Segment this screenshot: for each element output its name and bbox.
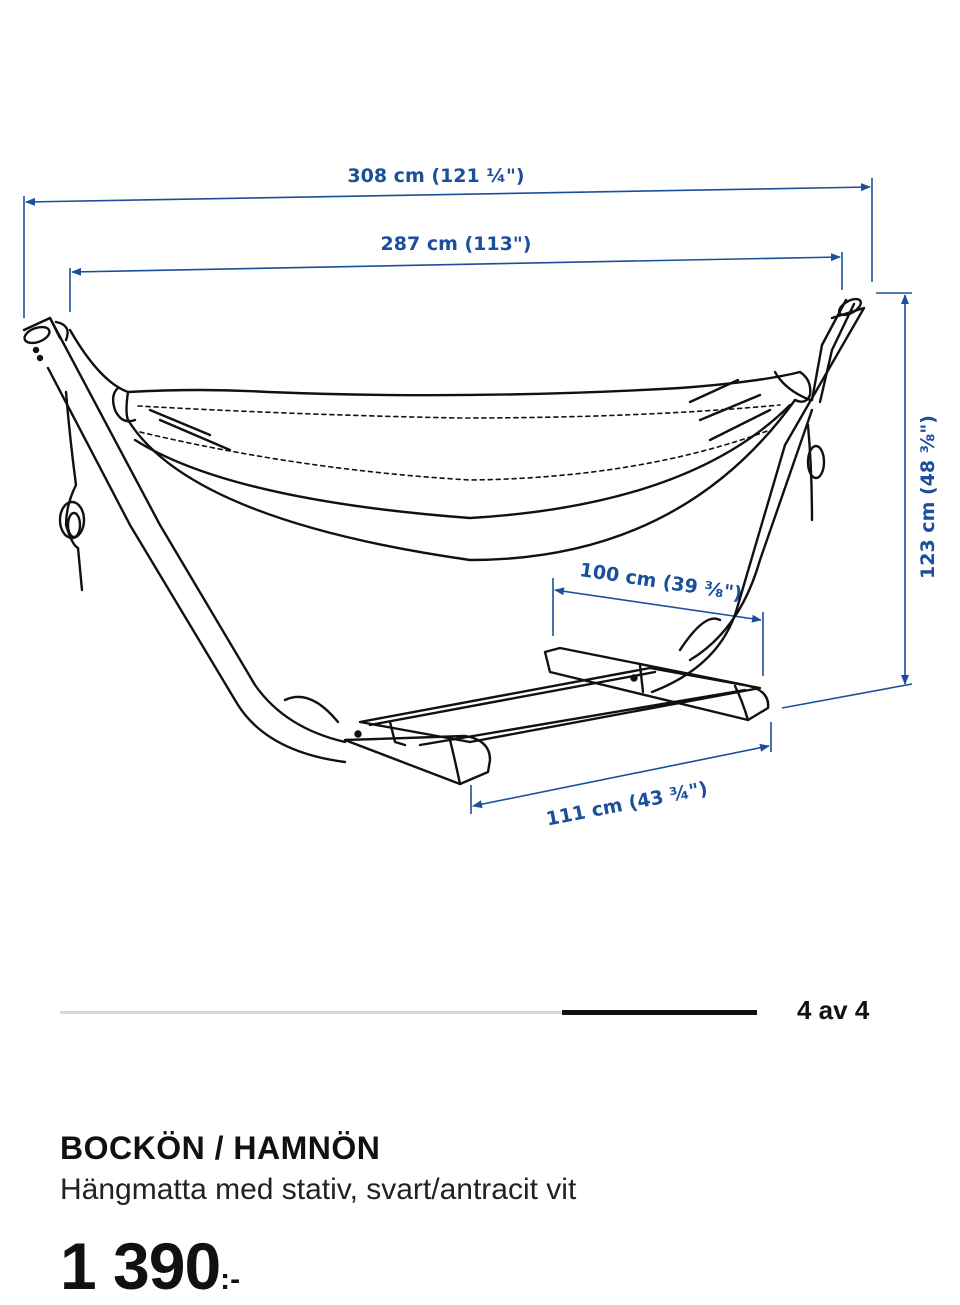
product-info: BOCKÖN / HAMNÖN Hängmatta med stativ, sv… [60, 1130, 576, 1207]
dimension-height: 123 cm (48 ⅜") [917, 415, 939, 579]
product-image[interactable]: 308 cm (121 ¼") 287 cm (113") 100 cm (39… [0, 0, 960, 940]
hammock-dimension-drawing: 308 cm (121 ¼") 287 cm (113") 100 cm (39… [22, 165, 939, 831]
dimension-base-width: 111 cm (43 ¾") [544, 778, 709, 831]
carousel-progress-track [60, 1011, 757, 1014]
dimension-hammock-length: 287 cm (113") [381, 233, 532, 255]
dimension-inner-width: 100 cm (39 ⅜") [578, 559, 743, 605]
product-price: 1 390:- [60, 1228, 240, 1304]
price-amount: 1 390 [60, 1229, 221, 1303]
image-counter: 4 av 4 [797, 995, 870, 1025]
carousel-progress-bar[interactable] [60, 1010, 757, 1016]
dimension-total-length: 308 cm (121 ¼") [347, 165, 524, 187]
hammock-stand-illustration [22, 297, 866, 786]
product-description: Hängmatta med stativ, svart/antracit vit [60, 1173, 577, 1206]
dimension-lines [23, 178, 913, 814]
carousel-progress-indicator [561, 1010, 757, 1015]
price-suffix: :- [220, 1263, 241, 1296]
product-name[interactable]: BOCKÖN / HAMNÖN [60, 1130, 381, 1166]
